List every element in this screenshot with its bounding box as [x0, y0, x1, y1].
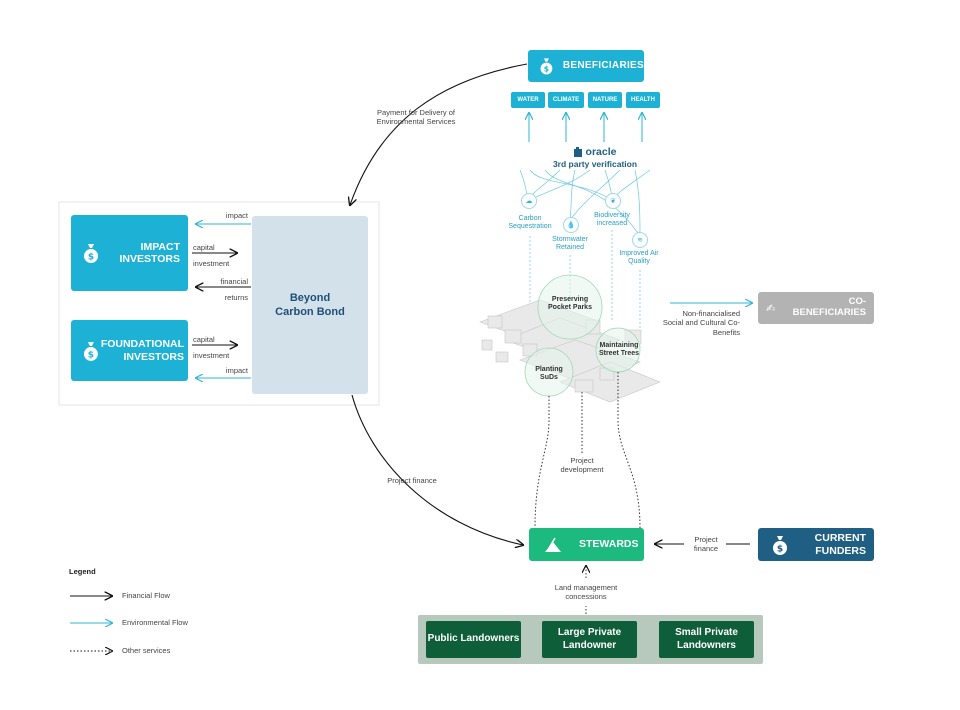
cloud-icon: ☁ — [521, 193, 537, 209]
svg-text:$: $ — [88, 350, 94, 360]
funders-flow-label: Project finance — [693, 535, 719, 554]
land-management-label: Land management concessions — [554, 583, 618, 602]
water-drop-icon: 💧 — [563, 217, 579, 233]
bond-title: Beyond Carbon Bond — [275, 291, 345, 318]
stewards-title: Stewards — [579, 538, 639, 551]
leaf-icon: ❦ — [605, 193, 621, 209]
tag-nature: Nature — [588, 92, 622, 108]
svg-text:$: $ — [88, 253, 94, 263]
co-beneficiaries-box: ✍ Co-Beneficiaries — [758, 292, 874, 324]
foundational-investors-box: $ Foundational Investors — [71, 320, 188, 381]
legend-other: Other services — [122, 646, 171, 655]
legend-financial: Financial Flow — [122, 591, 170, 600]
tag-health: Health — [626, 92, 660, 108]
current-funders-box: $ Current Funders — [758, 528, 874, 561]
current-funders-title: Current Funders — [814, 532, 866, 557]
oracle-brand: oracle — [585, 146, 617, 158]
impact-investors-title: Impact Investors — [119, 240, 181, 265]
benefit-air-quality: Improved Air Quality — [619, 250, 659, 266]
svg-text:$: $ — [544, 64, 549, 73]
money-bag-icon: $ — [83, 341, 98, 361]
project-finance-arc — [351, 394, 523, 545]
money-bag-icon: $ — [540, 58, 553, 75]
legend-environmental: Environmental Flow — [122, 618, 188, 627]
landowner-public: Public Landowners — [426, 621, 521, 658]
flow-capital-2: capital investment — [193, 335, 230, 360]
beneficiaries-box: $ Beneficiaries — [528, 50, 644, 82]
intervention-pocket-parks: Preserving Pocket Parks — [548, 296, 592, 312]
payment-label: Payment for Delivery of Environmental Se… — [376, 108, 456, 127]
intervention-suds: Planting SuDs — [535, 366, 563, 382]
beneficiaries-title: Beneficiaries — [562, 60, 644, 72]
payment-arc — [350, 63, 528, 205]
handshake-icon: ✍ — [766, 302, 776, 315]
tag-water: Water — [511, 92, 545, 108]
impact-investors-box: $ Impact Investors — [71, 215, 188, 291]
tag-climate: Climate — [548, 92, 584, 108]
shovel-icon — [545, 537, 561, 552]
flow-impact-bottom: impact — [225, 366, 248, 375]
flow-capital-1: capital investment — [193, 243, 230, 268]
svg-text:$: $ — [777, 544, 783, 554]
wind-icon: ≋ — [632, 232, 648, 248]
oracle-verification: oracle 3rd party verification — [540, 146, 650, 169]
project-development-label: Project development — [560, 456, 604, 475]
benefit-carbon: Carbon Sequestration — [508, 215, 552, 231]
investors-panel-frame — [58, 201, 380, 406]
flow-impact-top: impact — [225, 211, 248, 220]
project-development-links — [534, 372, 641, 529]
pocket-parks-circle — [537, 274, 603, 340]
verification-weave — [519, 169, 651, 237]
oracle-subtitle: 3rd party verification — [552, 159, 638, 169]
intervention-street-trees: Maintaining Street Trees — [598, 342, 640, 358]
money-bag-icon: $ — [773, 535, 787, 555]
stewards-box: Stewards — [529, 528, 644, 561]
oracle-to-tags-arrows — [529, 113, 642, 142]
foundational-investors-title: Foundational Investors — [100, 338, 185, 363]
co-benefits-label: Non-financialised Social and Cultural Co… — [662, 309, 740, 337]
benefit-stormwater: Stormwater Retained — [552, 236, 588, 252]
project-finance-label: Project finance — [387, 476, 437, 485]
legend-title: Legend — [69, 567, 96, 576]
landowner-small-private: Small Private Landowners — [659, 621, 754, 658]
landowner-large-private: Large Private Landowner — [542, 621, 637, 658]
building-icon — [573, 147, 582, 157]
money-bag-icon: $ — [84, 244, 98, 263]
flow-returns: financial returns — [220, 277, 248, 302]
benefit-biodiversity: Biodiversity increased — [594, 212, 630, 228]
beyond-carbon-bond-box: Beyond Carbon Bond — [252, 216, 368, 394]
co-beneficiaries-title: Co-Beneficiaries — [792, 296, 866, 318]
